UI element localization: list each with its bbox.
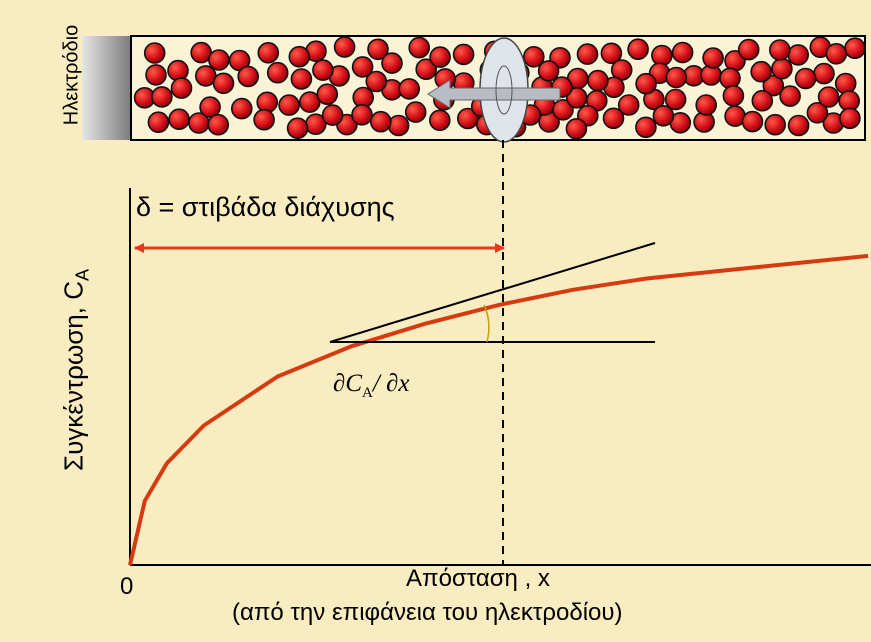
concentration-curve — [130, 256, 868, 565]
particle — [840, 108, 860, 128]
particle — [588, 71, 608, 91]
particle — [845, 38, 865, 58]
particle — [653, 106, 673, 126]
particle — [826, 44, 846, 64]
x-axis-sublabel: (από την επιφάνεια του ηλεκτροδίου) — [232, 599, 623, 627]
particle — [636, 74, 656, 94]
y-axis-label-text: Συγκέντρωση, C — [58, 281, 88, 471]
tangent-line — [330, 243, 655, 342]
particle — [430, 110, 450, 130]
particle — [409, 38, 429, 58]
particle — [232, 99, 252, 119]
particle — [238, 67, 258, 87]
particle — [752, 91, 772, 111]
particle — [723, 86, 743, 106]
particle — [257, 92, 277, 112]
particle — [765, 115, 785, 135]
particle — [566, 119, 586, 139]
particle — [208, 115, 228, 135]
particle — [770, 40, 790, 60]
particle — [352, 105, 372, 125]
particle — [788, 45, 808, 65]
particle — [291, 69, 311, 89]
particle — [673, 43, 693, 63]
gradient-label-suffix: / ∂x — [373, 370, 410, 397]
particle — [268, 63, 288, 83]
particle — [430, 47, 450, 67]
particle — [317, 84, 337, 104]
particle — [652, 46, 672, 66]
electrode-block — [82, 36, 132, 140]
diffusion-layer-label: δ = στιβάδα διάχυσης — [136, 192, 395, 223]
particle — [636, 117, 656, 137]
particle — [454, 44, 474, 64]
particle — [578, 44, 598, 64]
particle — [335, 37, 355, 57]
particle — [152, 87, 172, 107]
electrode-label: Ηλεκτρόδιο — [61, 25, 84, 125]
particle — [751, 62, 771, 82]
particle — [389, 116, 409, 136]
particle — [772, 59, 792, 79]
particle — [796, 69, 816, 89]
particle — [313, 60, 333, 80]
particle — [169, 109, 189, 129]
particle — [254, 110, 274, 130]
particle — [789, 116, 809, 136]
particle — [168, 61, 188, 81]
gradient-label-prefix: ∂C — [333, 370, 362, 397]
particle — [145, 43, 165, 63]
particle — [524, 47, 544, 67]
particle — [819, 87, 839, 107]
particle — [258, 43, 278, 63]
particle — [289, 47, 309, 67]
particle — [399, 79, 419, 99]
particle — [279, 95, 299, 115]
particle — [371, 112, 391, 132]
particle — [406, 102, 426, 122]
particle — [628, 39, 648, 59]
y-axis-label-sub: A — [73, 269, 93, 281]
particle — [703, 48, 723, 68]
particle — [146, 65, 166, 85]
particle — [619, 95, 639, 115]
particle — [666, 68, 686, 88]
y-axis-label: Συγκέντρωση, CA — [58, 269, 93, 471]
particle — [288, 118, 308, 138]
particle — [720, 68, 740, 88]
particle — [382, 53, 402, 73]
origin-tick-label: 0 — [120, 573, 133, 601]
particle — [214, 73, 234, 93]
gradient-label-sub: A — [362, 385, 373, 401]
particle — [172, 78, 192, 98]
x-axis-label: Απόσταση , x — [406, 565, 550, 593]
particle — [743, 112, 763, 132]
particle — [366, 72, 386, 92]
particle — [739, 40, 759, 60]
particle — [696, 95, 716, 115]
particle — [780, 86, 800, 106]
particle — [836, 74, 856, 94]
gradient-label: ∂CA/ ∂x — [333, 370, 410, 402]
particle — [814, 64, 834, 84]
particle — [323, 105, 343, 125]
particle — [209, 50, 229, 70]
particle — [148, 112, 168, 132]
